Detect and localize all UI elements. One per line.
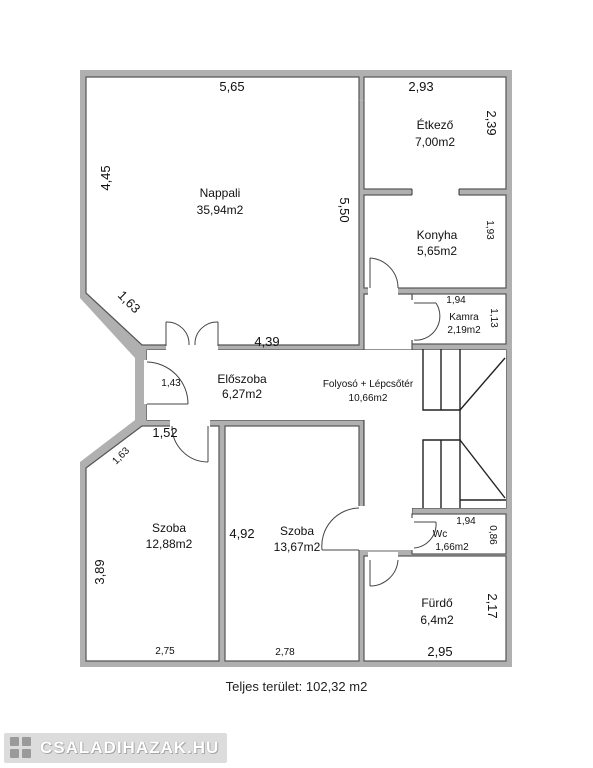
dim-konyha-height: 1,93 [484,220,495,240]
label-eloszoba-name: Előszoba [217,372,267,386]
label-furdo-name: Fürdő [421,596,453,610]
corridor-lower [364,420,506,508]
dim-nappali-width: 5,65 [219,79,244,94]
door-szoba1 [170,418,210,463]
label-szoba1-area: 12,88m2 [146,537,193,551]
dim-eloszoba-bottom: 1,52 [152,425,177,440]
door-wc [409,518,437,550]
label-kamra-name: Kamra [449,312,479,323]
corridor-main [147,350,506,420]
label-etkezo-name: Étkező [417,117,454,132]
door-eloszoba [144,360,189,405]
dim-szoba1-height: 3,89 [92,559,107,584]
dim-etkezo-width: 2,93 [408,79,433,94]
staircase [422,349,506,508]
label-furdo-area: 6,4m2 [420,613,454,627]
dim-nappali-right: 5,50 [337,197,352,222]
label-konyha-name: Konyha [417,228,458,242]
dim-furdo-width: 2,95 [427,644,452,659]
dim-nappali-bottom: 4,39 [254,334,279,349]
dim-szoba1-width: 2,75 [155,646,175,657]
label-wc-area: 1,66m2 [435,542,469,553]
door-konyha [368,257,399,296]
label-konyha-area: 5,65m2 [417,244,457,258]
corridor-side [364,508,412,550]
dim-etkezo-height: 2,39 [484,110,499,135]
logo-text: CSALADIHAZAK.HU [40,738,220,757]
label-szoba1-name: Szoba [152,521,186,535]
label-folyoso-area: 10,66m2 [349,393,388,404]
room-etkezo [363,76,507,190]
room-furdo [363,555,507,662]
label-wc-name: Wc [433,529,447,540]
dim-eloszoba-width: 1,43 [161,378,181,389]
door-szoba2 [321,506,365,551]
room-nappali [85,76,360,346]
dim-szoba2-height: 4,92 [229,526,254,541]
label-eloszoba-area: 6,27m2 [222,387,262,401]
dim-kamra-width: 1,94 [446,295,466,306]
opening-etkezo-konyha [412,188,459,196]
label-folyoso-name: Folyosó + Lépcsőtér [323,379,414,390]
label-szoba2-name: Szoba [280,524,314,538]
label-kamra-area: 2,19m2 [447,325,481,336]
label-szoba2-area: 13,67m2 [274,540,321,554]
label-etkezo-area: 7,00m2 [415,135,455,149]
room-kamra [411,293,507,345]
dim-szoba2-width: 2,78 [275,647,295,658]
logo-mark-icon [10,737,32,759]
dim-nappali-height: 4,45 [98,165,113,190]
dim-furdo-height: 2,17 [485,593,500,618]
total-area: Teljes terület: 102,32 m2 [225,679,368,694]
door-kamra [409,300,441,341]
room-szoba2 [224,425,360,662]
dim-wc-width: 1,94 [456,516,476,527]
dim-wc-height: 0,86 [487,525,498,545]
door-furdo [368,552,399,587]
room-szoba1 [85,425,220,662]
label-nappali-area: 35,94m2 [197,203,244,217]
label-nappali-name: Nappali [200,186,241,200]
site-logo[interactable]: CSALADIHAZAK.HU [4,733,228,763]
door-nappali [165,321,219,352]
dim-kamra-height: 1,13 [488,308,499,328]
